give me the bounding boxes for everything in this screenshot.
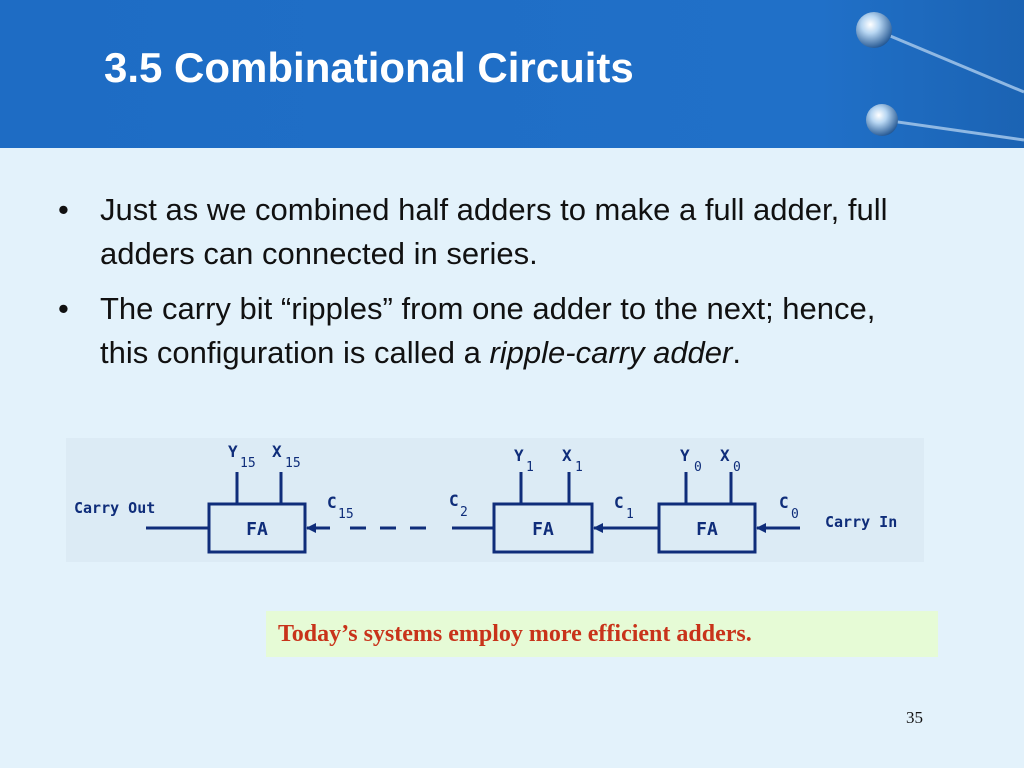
carry-c0-subscript: 0: [791, 507, 799, 522]
bullet-item: • The carry bit “ripples” from one adder…: [58, 287, 918, 375]
fa-label: FA: [696, 519, 718, 540]
bullet-icon: •: [58, 291, 69, 326]
input-x-subscript: 1: [575, 460, 583, 475]
bullet-emphasis: ripple-carry adder: [489, 335, 733, 370]
carry-c2-label: C: [449, 491, 459, 510]
input-y-label: Y: [680, 446, 690, 465]
callout-box: Today’s systems employ more efficient ad…: [266, 611, 938, 657]
input-y-subscript: 0: [694, 460, 702, 475]
bullet-text-end: .: [732, 335, 741, 370]
bullet-list: • Just as we combined half adders to mak…: [58, 188, 918, 386]
fa-label: FA: [246, 519, 268, 540]
fa-label: FA: [532, 519, 554, 540]
input-y-subscript: 1: [526, 460, 534, 475]
input-x-label: X: [720, 446, 730, 465]
input-x-label: X: [562, 446, 572, 465]
carry-in-label: Carry In: [825, 513, 897, 531]
input-x-subscript: 15: [285, 456, 301, 471]
carry-c2-subscript: 2: [460, 505, 468, 520]
input-y-subscript: 15: [240, 456, 256, 471]
slide-title: 3.5 Combinational Circuits: [104, 44, 634, 91]
pushpin-art: [856, 12, 1024, 142]
input-y-label: Y: [514, 446, 524, 465]
carry-out-label: Carry Out: [74, 499, 155, 517]
input-x-label: X: [272, 442, 282, 461]
carry-c15-label: C: [327, 493, 337, 512]
carry-c1-subscript: 1: [626, 507, 634, 522]
bullet-text: The carry bit “ripples” from one adder t…: [100, 291, 876, 370]
header-decoration: [0, 0, 1024, 148]
title-bar: 3.5 Combinational Circuits: [0, 0, 1024, 148]
bullet-icon: •: [58, 192, 69, 227]
bullet-item: • Just as we combined half adders to mak…: [58, 188, 918, 276]
input-x-subscript: 0: [733, 460, 741, 475]
page-number: 35: [906, 708, 923, 727]
carry-c1-label: C: [614, 493, 624, 512]
ripple-carry-adder-diagram: FA FA FA Carry Out Carry In Y 15 X 15 Y …: [74, 442, 897, 554]
bullet-text: Just as we combined half adders to make …: [100, 192, 888, 271]
carry-c0-label: C: [779, 493, 789, 512]
callout-text: Today’s systems employ more efficient ad…: [278, 621, 752, 647]
carry-c15-subscript: 15: [338, 507, 354, 522]
input-y-label: Y: [228, 442, 238, 461]
